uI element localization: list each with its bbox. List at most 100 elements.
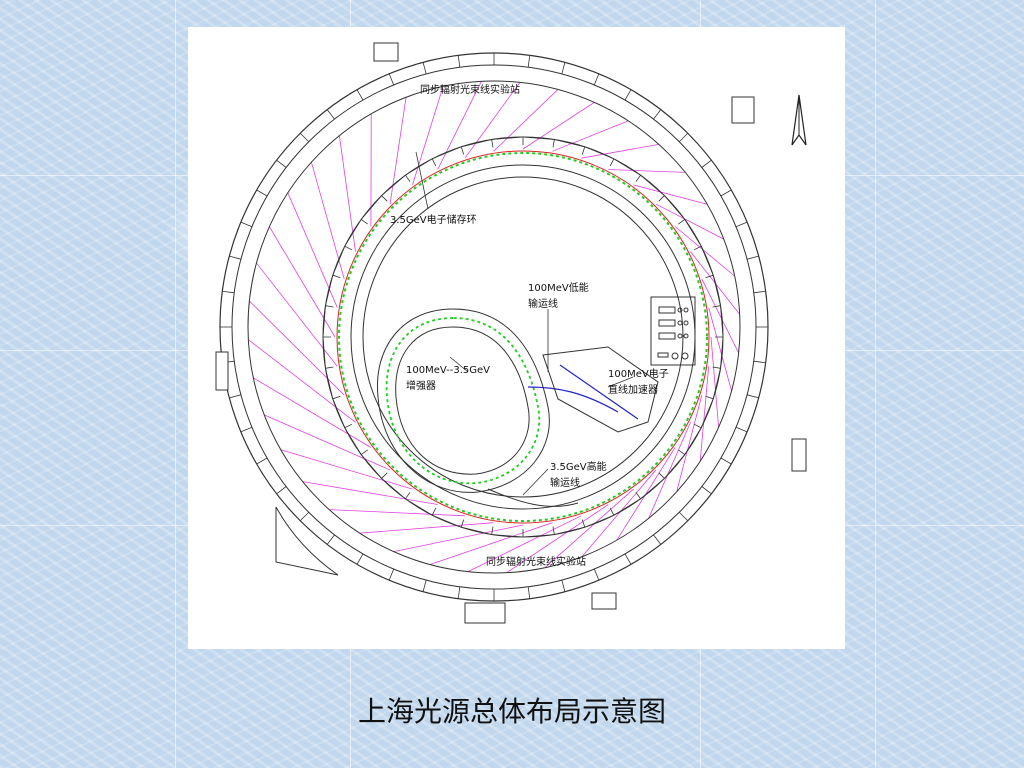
beamline-ray bbox=[248, 339, 356, 423]
beamline-ray bbox=[359, 522, 494, 534]
storage-ring-sawtooth-shield bbox=[322, 136, 724, 538]
wall-segment-tick bbox=[240, 426, 253, 433]
wall-segment-tick bbox=[527, 55, 531, 68]
beamline-ray bbox=[269, 226, 336, 338]
beamline-ray bbox=[506, 504, 609, 574]
beamline-ray bbox=[581, 143, 659, 159]
outer-wall-inner bbox=[231, 64, 757, 590]
wall-segment-tick bbox=[299, 132, 310, 143]
beamline-ray bbox=[701, 278, 739, 354]
wall-segment-tick bbox=[678, 132, 689, 143]
beamline-ray bbox=[674, 226, 735, 277]
wall-segment-tick bbox=[624, 553, 632, 565]
beamline-ray bbox=[708, 307, 732, 392]
wall-segment-tick bbox=[256, 457, 268, 465]
beamline-ray bbox=[329, 509, 465, 517]
wall-segment-tick bbox=[229, 394, 242, 399]
wall-segment-tick bbox=[678, 511, 689, 522]
booster-beam bbox=[385, 317, 541, 485]
beamline-ray bbox=[389, 97, 407, 205]
facility-layout-diagram: 同步辐射光束线实验站 3.5GeV电子储存环 100MeV低能 输运线 100M… bbox=[188, 27, 845, 649]
beamline-ray bbox=[467, 515, 582, 572]
wall-segment-tick bbox=[746, 394, 759, 399]
beamline-ray bbox=[493, 89, 559, 152]
wall-segment-tick bbox=[388, 73, 395, 86]
wall-segment-tick bbox=[593, 73, 600, 86]
experimental-hall-boundary bbox=[247, 80, 741, 574]
label-beamline-top: 同步辐射光束线实验站 bbox=[420, 83, 520, 96]
wall-segment-tick bbox=[388, 568, 395, 581]
beamline-ray bbox=[412, 86, 444, 186]
beamline-ray bbox=[710, 336, 720, 428]
beamline-ray bbox=[264, 414, 391, 471]
wall-segment-tick bbox=[561, 579, 566, 592]
wall-segment-tick bbox=[229, 255, 242, 260]
wall-segment-tick bbox=[735, 221, 748, 228]
wall-segment-tick bbox=[735, 426, 748, 433]
label-leaders bbox=[415, 151, 634, 496]
beamline-ray bbox=[393, 524, 524, 553]
sawtooth-outline bbox=[322, 136, 724, 538]
page-caption: 上海光源总体布局示意图 bbox=[357, 695, 666, 728]
wall-segment-tick bbox=[457, 55, 461, 68]
beamline-ray bbox=[437, 81, 482, 170]
wall-segment-tick bbox=[701, 159, 712, 168]
wall-segment-tick bbox=[240, 221, 253, 228]
tile-seam bbox=[175, 0, 176, 768]
beamline-ray bbox=[310, 162, 345, 280]
linac-beam bbox=[559, 364, 639, 420]
wall-segment-tick bbox=[593, 568, 600, 581]
label-beamline-bottom: 同步辐射光束线实验站 bbox=[486, 555, 586, 568]
label-booster-1: 100MeV--3.5GeV bbox=[406, 365, 490, 376]
beamline-ray bbox=[339, 135, 356, 252]
beamline-ray bbox=[633, 184, 708, 205]
wall-segment-tick bbox=[422, 62, 427, 75]
wall-segment-tick bbox=[753, 360, 766, 364]
wall-segment-tick bbox=[299, 511, 310, 522]
label-booster-2: 增强器 bbox=[406, 379, 436, 392]
tile-seam bbox=[875, 0, 876, 768]
beamline-ray bbox=[287, 192, 338, 308]
wall-segment-tick bbox=[720, 189, 732, 197]
wall-segment-tick bbox=[561, 62, 566, 75]
beamline-ray bbox=[280, 449, 413, 490]
north-arrow-icon bbox=[791, 94, 807, 146]
label-ltb-line-2: 输运线 bbox=[528, 297, 558, 310]
beamline-ray bbox=[552, 120, 629, 152]
low-energy-transport-line bbox=[527, 386, 619, 413]
booster-ring-inner bbox=[395, 326, 530, 475]
wall-segment-tick bbox=[746, 255, 759, 260]
layout-svg: 同步辐射光束线实验站 3.5GeV电子储存环 100MeV低能 输运线 100M… bbox=[215, 42, 807, 624]
storage-ring-wall bbox=[362, 176, 684, 498]
label-bts-line-1: 3.5GeV高能 bbox=[550, 460, 607, 473]
control-building bbox=[650, 296, 696, 366]
beamline-ray bbox=[655, 203, 724, 240]
linac-building bbox=[542, 346, 659, 433]
wall-segment-tick bbox=[356, 553, 364, 565]
wall-segment-tick bbox=[624, 89, 632, 101]
wall-segment-tick bbox=[256, 189, 268, 197]
beamline-ray bbox=[522, 102, 595, 150]
wall-segment-tick bbox=[422, 579, 427, 592]
wall-segment-tick bbox=[222, 290, 235, 294]
beamline-ray bbox=[581, 469, 657, 558]
wall-segment-tick bbox=[326, 109, 335, 120]
wall-segment-tick bbox=[326, 534, 335, 545]
beamline-ray bbox=[608, 169, 686, 173]
wall-segment-tick bbox=[753, 290, 766, 294]
booster-ring-outer bbox=[376, 308, 550, 493]
beamline-ray bbox=[544, 488, 634, 568]
beamline-ray bbox=[253, 377, 372, 448]
label-bts-line-2: 输运线 bbox=[550, 476, 580, 489]
wall-segment-tick bbox=[356, 89, 364, 101]
wall-annexes bbox=[215, 42, 807, 624]
wall-segment-tick bbox=[527, 586, 531, 599]
wall-segment-tick bbox=[701, 486, 712, 495]
wall-segment-tick bbox=[720, 457, 732, 465]
beamline-ray bbox=[699, 366, 710, 462]
beamline-ray bbox=[464, 82, 521, 159]
beamline-ray bbox=[676, 394, 703, 492]
wall-segment-tick bbox=[457, 586, 461, 599]
wall-segment-tick bbox=[276, 159, 287, 168]
beamline-rays bbox=[248, 81, 740, 574]
